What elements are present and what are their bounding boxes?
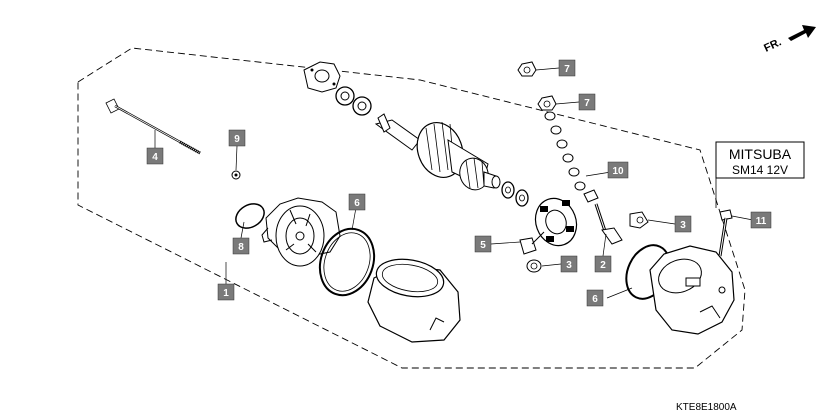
callout-7a: 7 <box>558 59 576 77</box>
armature-washer-1-hole <box>505 186 511 194</box>
armature-end-plate-part <box>303 61 341 93</box>
svg-text:5: 5 <box>480 240 486 251</box>
callout-11: 11 <box>750 211 772 229</box>
thrust-washer-hole <box>340 91 350 101</box>
yoke-housing-part <box>367 258 461 343</box>
svg-text:2: 2 <box>600 260 606 271</box>
leader-lines <box>154 67 754 299</box>
brand-label: MITSUBA SM14 12V <box>715 141 805 208</box>
callout-2: 2 <box>594 255 612 273</box>
washer-set-part <box>544 111 599 203</box>
callout-3b: 3 <box>674 215 692 233</box>
svg-text:1: 1 <box>223 288 229 299</box>
svg-text:11: 11 <box>756 216 767 227</box>
thrust-washer-part <box>335 86 355 106</box>
nut-upper-part <box>537 95 557 111</box>
svg-text:8: 8 <box>238 242 244 253</box>
callout-5: 5 <box>474 235 492 253</box>
small-o-ring-part <box>235 203 265 229</box>
svg-text:7: 7 <box>584 98 590 109</box>
front-cover-part <box>261 197 341 267</box>
armature-washer-2-part <box>515 189 529 207</box>
short-bolt-part <box>718 209 733 257</box>
svg-text:7: 7 <box>564 64 570 75</box>
rear-cover-part <box>649 245 735 335</box>
thrust-washer-2-part <box>352 96 372 116</box>
nut-right-part <box>629 211 649 229</box>
callout-10: 10 <box>607 161 629 179</box>
assembly-boundary <box>77 47 746 369</box>
front-direction-indicator: FR. <box>762 25 816 55</box>
nut-lower-part <box>526 259 542 273</box>
brand-model: SM14 12V <box>732 163 788 177</box>
callout-7b: 7 <box>578 93 596 111</box>
front-arrow-icon <box>788 25 816 41</box>
callout-6a: 6 <box>348 193 366 211</box>
svg-text:10: 10 <box>612 166 624 177</box>
callout-3a: 3 <box>560 255 578 273</box>
callout-9: 9 <box>228 129 246 147</box>
callout-4: 4 <box>146 147 164 165</box>
nut-top-part <box>517 61 537 77</box>
long-bolt-part <box>105 98 201 155</box>
callout-1: 1 <box>217 283 235 301</box>
armature-washer-1-part <box>501 181 515 199</box>
svg-text:3: 3 <box>566 260 572 271</box>
front-label: FR. <box>762 36 783 54</box>
brush-holder-part <box>519 197 578 255</box>
svg-text:6: 6 <box>354 198 360 209</box>
armature-part <box>374 113 501 191</box>
svg-text:9: 9 <box>234 134 240 145</box>
svg-text:6: 6 <box>592 294 598 305</box>
brand-name: MITSUBA <box>729 146 792 162</box>
thrust-washer-2-hole <box>357 101 367 111</box>
callout-6b: 6 <box>586 289 604 307</box>
armature-washer-2-hole <box>519 194 525 202</box>
svg-text:4: 4 <box>152 152 158 163</box>
large-o-ring-left-part <box>318 227 376 297</box>
terminal-bolt-part <box>594 203 623 245</box>
diagram-code: KTE8E1800A <box>676 402 737 413</box>
washer-hole <box>234 173 238 177</box>
callout-8: 8 <box>232 237 250 255</box>
large-o-ring-left-inner <box>323 232 371 292</box>
svg-text:3: 3 <box>680 220 686 231</box>
